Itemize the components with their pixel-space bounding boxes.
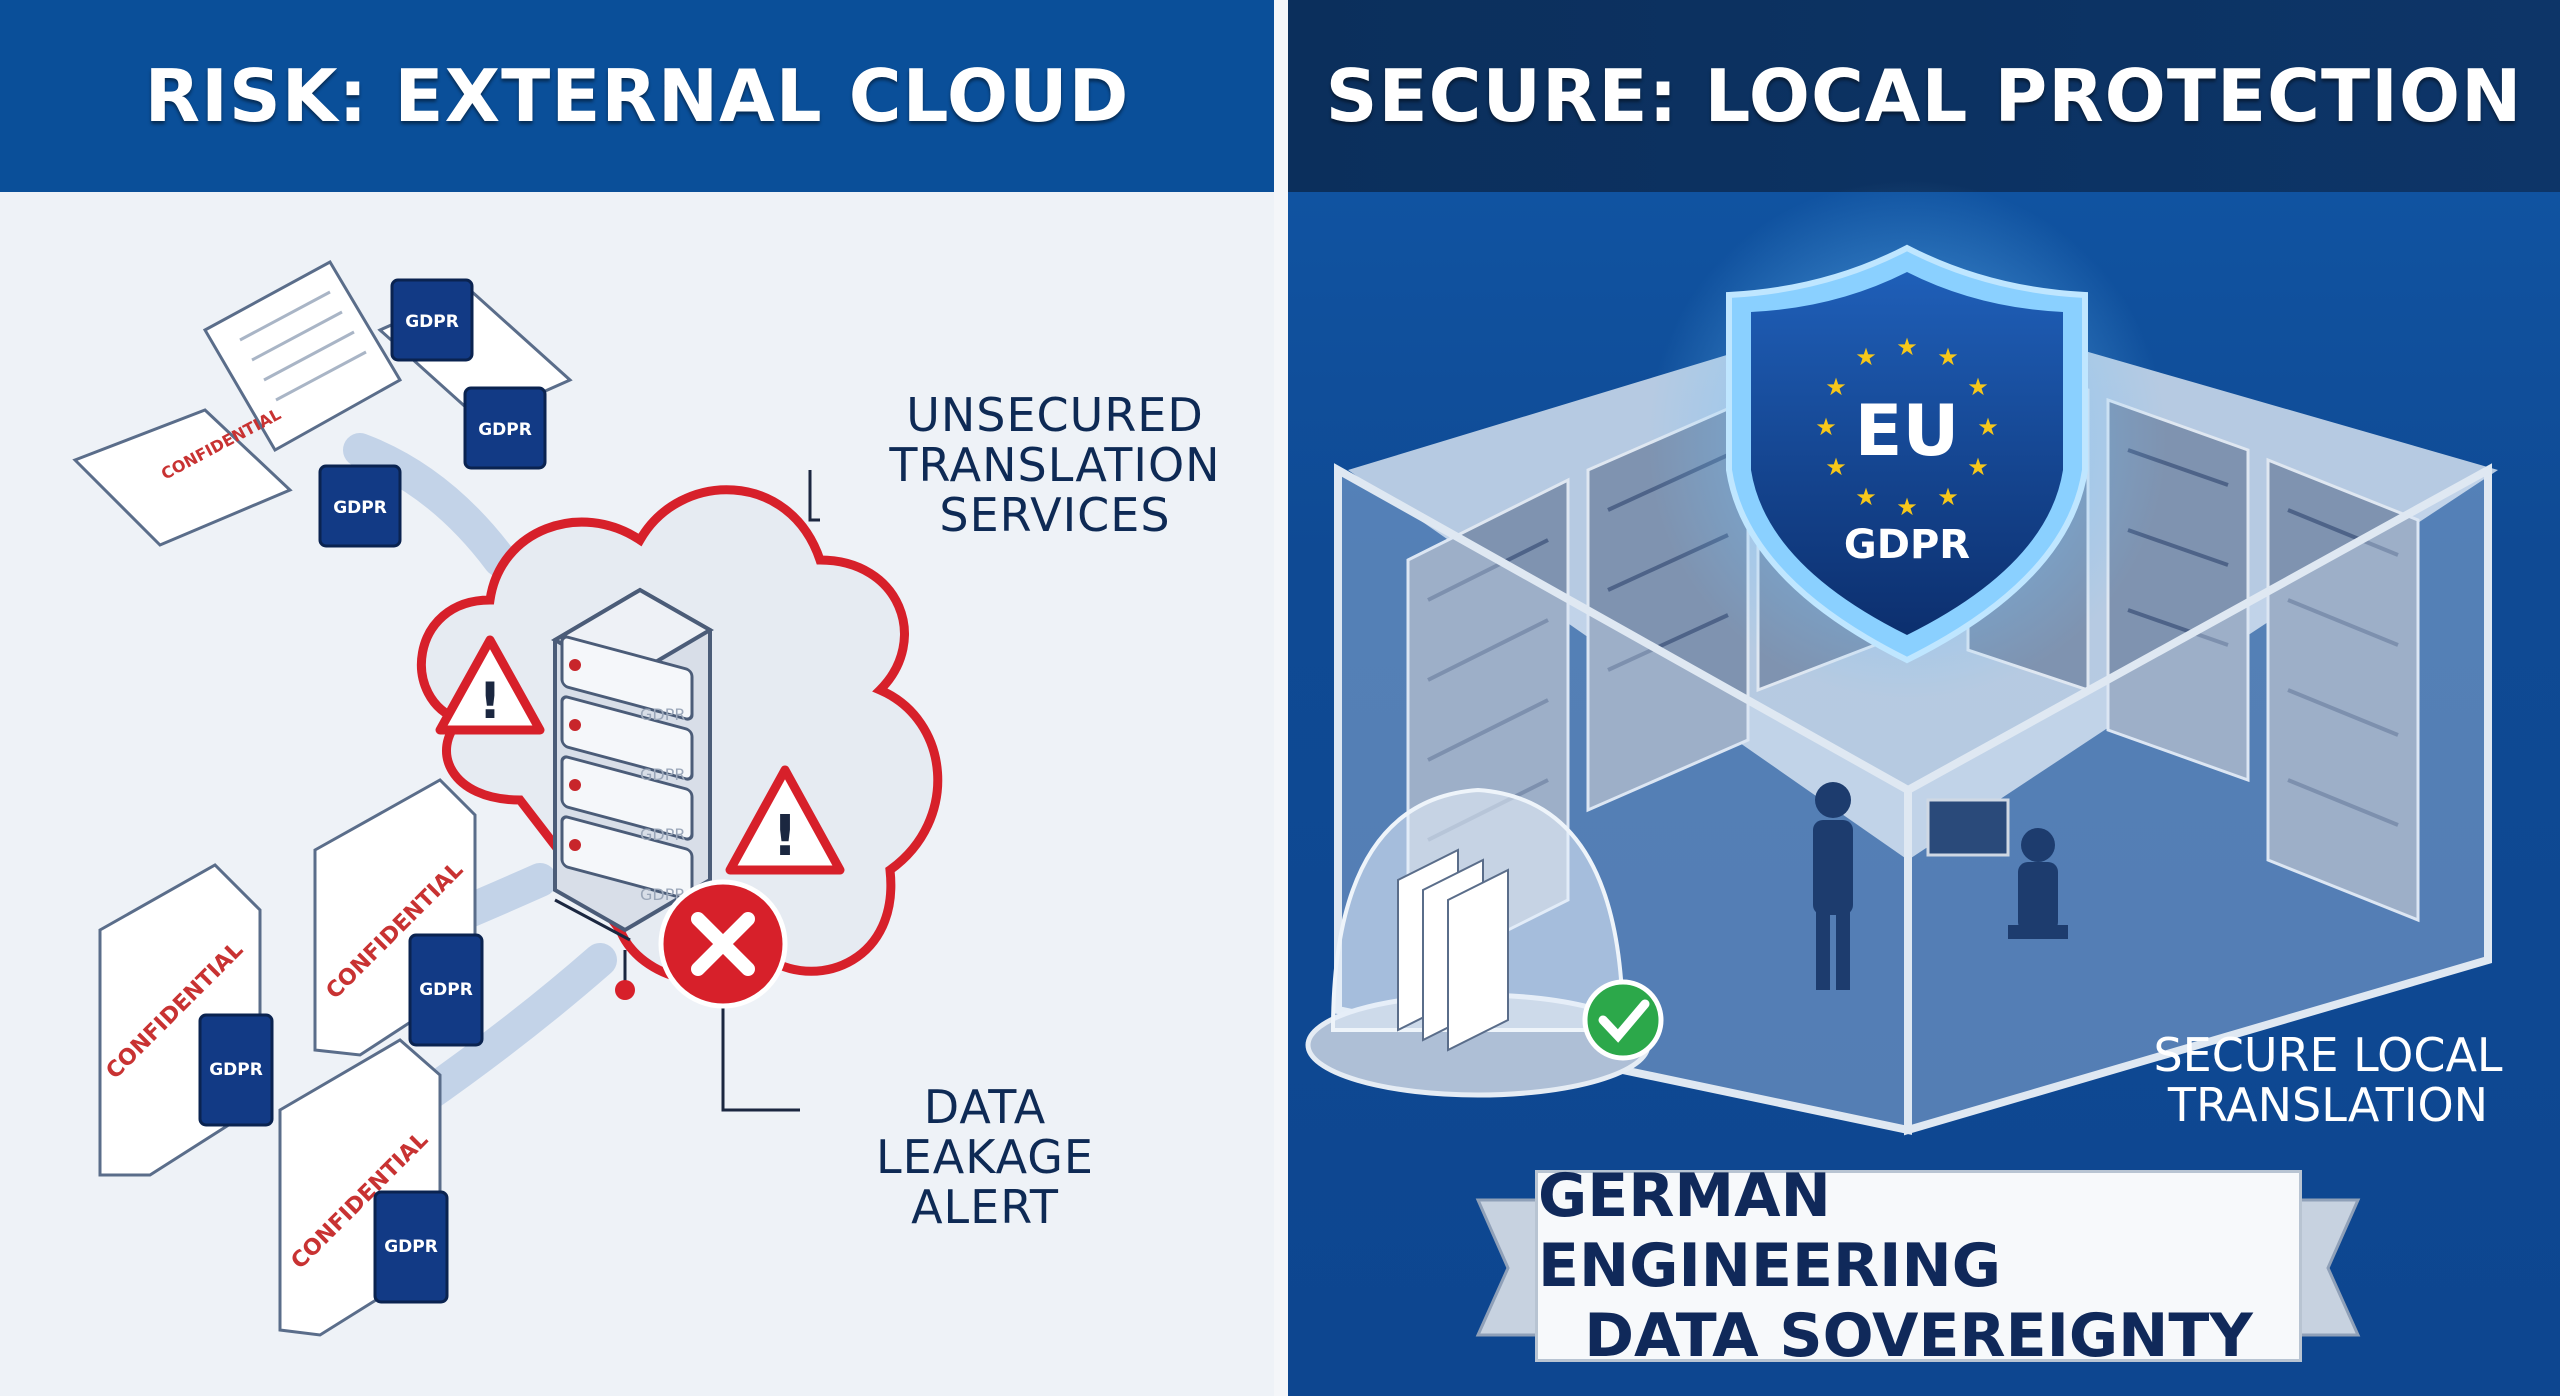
local-datacenter-illustration: ★ ★ ★ ★ ★ ★ ★ ★ ★ ★ ★ ★ EU GDPR [1305, 180, 2498, 1337]
gdpr-badge-text: GDPR [405, 312, 459, 332]
warning-icon: ! [725, 765, 845, 875]
gdpr-badge: GDPR [318, 464, 402, 548]
svg-text:★: ★ [1896, 333, 1918, 361]
eu-gdpr-shield-icon: ★ ★ ★ ★ ★ ★ ★ ★ ★ ★ ★ ★ EU GDPR [1726, 244, 2088, 664]
gdpr-badge: GDPR [198, 1013, 274, 1127]
banner-line-1: GERMAN ENGINEERING [1538, 1161, 2001, 1301]
leak-dot [615, 980, 635, 1000]
gdpr-badge-text: GDPR [478, 420, 532, 440]
server-label: GDPR [640, 885, 685, 904]
gdpr-badge-text: GDPR [419, 980, 473, 1000]
svg-text:★: ★ [1967, 373, 1989, 401]
risk-panel: RISK: EXTERNAL CLOUD CONFIDENTIAL GDPR G… [0, 0, 1274, 1396]
operator-figures [1813, 782, 2068, 990]
check-icon [1582, 979, 1664, 1061]
callout-line [721, 1006, 800, 1112]
secure-panel: SECURE: LOCAL PROTECTION [1288, 0, 2560, 1396]
svg-text:★: ★ [1937, 483, 1959, 511]
gdpr-badge: GDPR [390, 278, 474, 362]
gdpr-badge-text: GDPR [209, 1060, 263, 1080]
document-icon [202, 259, 403, 453]
svg-text:★: ★ [1855, 483, 1877, 511]
document-icon: CONFIDENTIAL [72, 404, 293, 547]
data-leakage-label: DATA LEAKAGE ALERT [876, 1080, 1094, 1234]
glass-dome [1305, 787, 1651, 1098]
german-engineering-banner: GERMAN ENGINEERING DATA SOVEREIGNTY [1535, 1161, 2302, 1371]
gdpr-badge-text: GDPR [384, 1237, 438, 1257]
svg-text:★: ★ [1977, 413, 1999, 441]
panel-divider [1274, 0, 1288, 1396]
eu-stars-icon: ★ ★ ★ ★ ★ ★ ★ ★ ★ ★ ★ ★ [1815, 333, 1999, 521]
server-label: GDPR [640, 825, 685, 844]
warning-icon: ! [435, 635, 545, 735]
banner-line-2: DATA SOVEREIGNTY [1584, 1301, 2253, 1371]
gdpr-badge: GDPR [408, 933, 484, 1047]
shield-gdpr-text: GDPR [1844, 522, 1970, 568]
unsecured-services-label: UNSECURED TRANSLATION SERVICES [889, 388, 1221, 542]
ribbon-tails [1475, 1198, 2361, 1337]
svg-text:★: ★ [1855, 343, 1877, 371]
secure-title: SECURE: LOCAL PROTECTION [1288, 0, 2560, 192]
gdpr-badge-text: GDPR [333, 498, 387, 518]
svg-text:★: ★ [1815, 413, 1837, 441]
server-label: GDPR [640, 765, 685, 784]
svg-text:!: ! [479, 672, 502, 730]
svg-text:★: ★ [1825, 373, 1847, 401]
shield-eu-text: EU [1855, 390, 1960, 472]
gdpr-badge: GDPR [373, 1190, 449, 1304]
svg-text:!: ! [772, 804, 798, 869]
cloud-risk-illustration: CONFIDENTIAL GDPR GDPR GDPR GDPRGDPRGDPR… [72, 259, 943, 1337]
error-x-icon [658, 879, 788, 1009]
svg-text:★: ★ [1825, 453, 1847, 481]
gdpr-badge: GDPR [463, 386, 547, 470]
risk-title: RISK: EXTERNAL CLOUD [0, 0, 1274, 192]
svg-text:★: ★ [1967, 453, 1989, 481]
server-icon: GDPR GDPR GDPR GDPR [551, 587, 714, 933]
leak-line [554, 898, 631, 985]
svg-text:★: ★ [1937, 343, 1959, 371]
secure-local-translation-label: SECURE LOCAL TRANSLATION [2153, 1028, 2503, 1132]
svg-text:★: ★ [1896, 493, 1918, 521]
server-label: GDPR [640, 705, 685, 724]
callout-line [808, 470, 820, 522]
